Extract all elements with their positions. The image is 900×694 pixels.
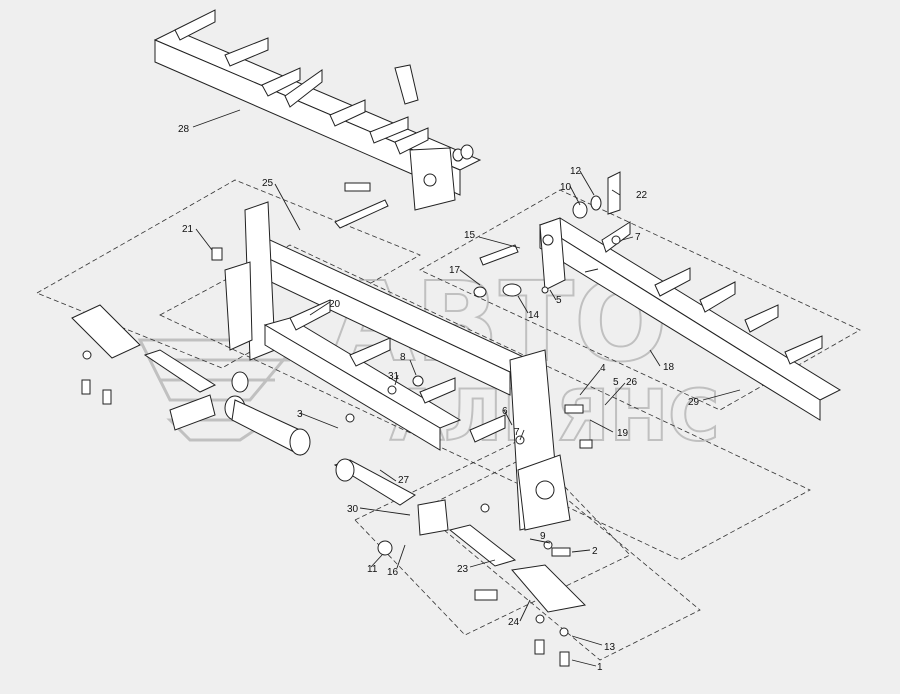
callout-7a: 7 bbox=[635, 232, 641, 243]
callout-20: 20 bbox=[329, 299, 341, 310]
callout-12: 12 bbox=[570, 166, 582, 177]
callout-25: 25 bbox=[262, 178, 274, 189]
callout-28: 28 bbox=[178, 124, 190, 135]
callout-6: 6 bbox=[502, 406, 508, 417]
callout-10: 10 bbox=[560, 182, 572, 193]
callout-17: 17 bbox=[449, 265, 461, 276]
main-frame bbox=[224, 201, 571, 531]
callout-24: 24 bbox=[508, 617, 520, 628]
callout-18: 18 bbox=[663, 362, 675, 373]
callout-23: 23 bbox=[457, 564, 469, 575]
leader-lines bbox=[192, 109, 741, 667]
callout-16: 16 bbox=[387, 567, 399, 578]
callout-9: 9 bbox=[540, 531, 546, 542]
callout-27: 27 bbox=[398, 475, 410, 486]
callout-3: 3 bbox=[297, 409, 303, 420]
callout-5: 5 bbox=[556, 295, 562, 306]
callout-8: 8 bbox=[400, 352, 406, 363]
callout-31: 31 bbox=[388, 371, 400, 382]
callout-30: 30 bbox=[347, 504, 359, 515]
callout-19: 19 bbox=[617, 428, 629, 439]
callout-4: 4 bbox=[600, 363, 606, 374]
callout-2: 2 bbox=[592, 546, 598, 557]
hardware bbox=[71, 182, 621, 667]
callout-7b: 7 bbox=[514, 427, 520, 438]
callout-15: 15 bbox=[464, 230, 476, 241]
callout-26: 26 bbox=[626, 377, 638, 388]
rail-28-teeth bbox=[174, 9, 429, 155]
callout-21: 21 bbox=[182, 224, 194, 235]
callout-14: 14 bbox=[528, 310, 540, 321]
callout-1: 1 bbox=[597, 662, 603, 673]
part-28-toothed-rail bbox=[153, 9, 482, 211]
callout-22: 22 bbox=[636, 190, 648, 201]
callout-13: 13 bbox=[604, 642, 616, 653]
part-29-toothed-rail bbox=[538, 171, 842, 421]
callout-5b: 5 bbox=[613, 377, 619, 388]
callout-labels: 1 2 3 4 5 6 7 7 8 9 10 11 12 13 14 15 16… bbox=[178, 124, 700, 673]
callout-11: 11 bbox=[367, 564, 378, 575]
callout-29: 29 bbox=[688, 397, 700, 408]
